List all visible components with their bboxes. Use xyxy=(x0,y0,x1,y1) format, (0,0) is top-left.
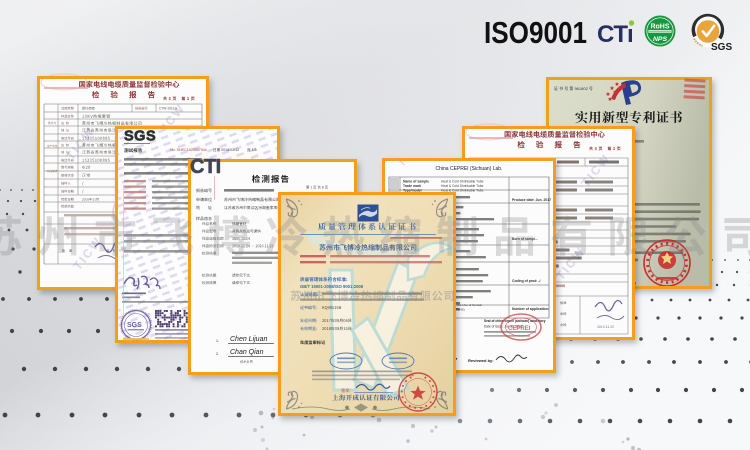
svg-text:No. SHEC1820587904: No. SHEC1820587904 xyxy=(170,148,207,152)
svg-text:NPS: NPS xyxy=(653,36,667,43)
svg-text:China CEPREI (Sichuan) Lab.: China CEPREI (Sichuan) Lab. xyxy=(436,166,503,172)
svg-text:1.: 1. xyxy=(216,339,219,343)
svg-text:RoHS: RoHS xyxy=(650,24,669,31)
svg-text:页 1/5: 页 1/5 xyxy=(247,147,257,152)
svg-text:第 1 页 共 8 页: 第 1 页 共 8 页 xyxy=(306,185,329,190)
svg-text:CTı: CTı xyxy=(597,21,633,48)
svg-text:Born of sampl...: Born of sampl... xyxy=(512,237,538,241)
svg-text:Heat & Cold Shrinkable Tube: Heat & Cold Shrinkable Tube xyxy=(441,189,484,193)
svg-text:SGS: SGS xyxy=(711,42,732,53)
svg-text:Trade mark: Trade mark xyxy=(403,184,421,188)
svg-text:Coding of prod: -/: Coding of prod: -/ xyxy=(512,279,540,283)
svg-text:日期 2018/03/12: 日期 2018/03/12 xyxy=(213,147,239,152)
svg-text:GB/T 19001-2008/ISO 9001:2008: GB/T 19001-2008/ISO 9001:2008 xyxy=(300,284,364,289)
svg-text:Reviewed by:: Reviewed by: xyxy=(468,358,494,363)
svg-text:Date of issue: Jul. 31, 2017: Date of issue: Jul. 31, 2017 xyxy=(484,325,523,329)
svg-text:CTI: CTI xyxy=(190,156,221,178)
svg-text:Produce date: Jun. 2017: Produce date: Jun. 2017 xyxy=(512,198,551,202)
svg-text:CEPREI: CEPREI xyxy=(508,326,531,332)
svg-text:Number of application:: Number of application: xyxy=(512,307,549,311)
svg-text:Chan Qian: Chan Qian xyxy=(230,349,264,356)
svg-text:2.: 2. xyxy=(216,352,219,356)
svg-text:Chen Lijuan: Chen Lijuan xyxy=(230,336,267,343)
svg-text:Heat & Cold Shrinkable Tube: Heat & Cold Shrinkable Tube xyxy=(441,180,484,184)
svg-text:SGS: SGS xyxy=(124,129,156,145)
svg-text:Type/model: Type/model xyxy=(403,189,422,193)
svg-text:ISO9001: ISO9001 xyxy=(484,15,587,50)
svg-text:SGS: SGS xyxy=(127,322,142,329)
svg-text:CTW-1011-3: CTW-1011-3 xyxy=(159,107,177,111)
svg-text:Heat & Cold Shrinkable Tube: Heat & Cold Shrinkable Tube xyxy=(441,184,484,188)
svg-text:证 书 号 第 961802 号: 证 书 号 第 961802 号 xyxy=(554,85,593,91)
svg-text:Seal of china ceprei (sichuan): Seal of china ceprei (sichuan) laborator… xyxy=(484,319,546,323)
svg-text:Name of sample: Name of sample xyxy=(403,180,429,184)
